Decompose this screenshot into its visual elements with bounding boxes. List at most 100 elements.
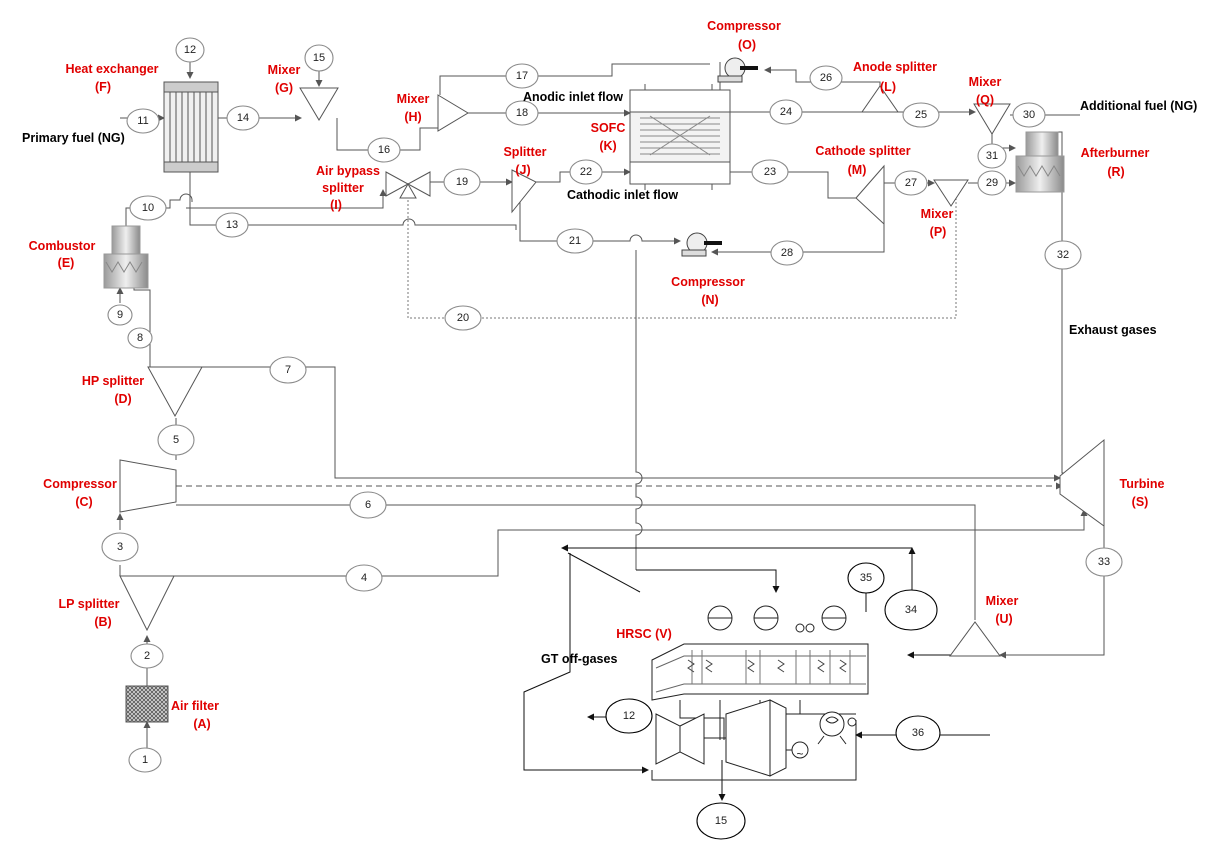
svg-text:20: 20 xyxy=(457,312,469,324)
stream-node-25: 25 xyxy=(902,102,940,128)
mixer-g-shape xyxy=(299,87,339,121)
stream-node-5: 5 xyxy=(157,424,195,456)
stream-node-24: 24 xyxy=(769,99,803,125)
svg-text:21: 21 xyxy=(569,235,581,247)
svg-text:25: 25 xyxy=(915,109,927,121)
cathodic-inlet-label: Cathodic inlet flow xyxy=(567,188,678,202)
stream-node-15: 15 xyxy=(304,44,334,72)
stream-node-33: 33 xyxy=(1085,547,1123,577)
compressor-n-label: Compressor(N) xyxy=(671,275,745,307)
stream-node-18: 18 xyxy=(505,100,539,126)
stream-node-10: 10 xyxy=(129,195,167,221)
hp-splitter-shape xyxy=(147,366,203,418)
svg-text:14: 14 xyxy=(237,112,249,124)
mixer-g-label: Mixer(G) xyxy=(268,63,301,95)
stream-node-35: 35 xyxy=(847,562,885,594)
stream-node-8: 8 xyxy=(127,327,153,349)
gt-off-gases-label: GT off-gases xyxy=(541,652,617,666)
mixer-u-shape xyxy=(949,621,1001,657)
stream-node-23: 23 xyxy=(751,159,789,185)
svg-text:4: 4 xyxy=(361,572,367,584)
svg-text:35: 35 xyxy=(860,572,872,584)
turbine-shape xyxy=(1059,438,1105,527)
combustor-shape xyxy=(103,225,149,289)
stream-node-30: 30 xyxy=(1012,102,1046,128)
hrsc-unit xyxy=(651,605,869,781)
compressor-c-shape xyxy=(119,459,177,513)
svg-text:13: 13 xyxy=(226,219,238,231)
svg-text:12: 12 xyxy=(184,44,196,56)
stream-node-2: 2 xyxy=(130,643,164,669)
flow-annotations: Primary fuel (NG) Additional fuel (NG) A… xyxy=(22,90,1197,666)
mixer-h-label: Mixer(H) xyxy=(397,92,430,124)
stream-node-20: 20 xyxy=(444,305,482,331)
compressor-o-shape xyxy=(717,57,758,83)
stream-node-13: 13 xyxy=(215,212,249,238)
anode-splitter-label: Anode splitter(L) xyxy=(853,60,937,94)
svg-text:30: 30 xyxy=(1023,109,1035,121)
svg-text:33: 33 xyxy=(1098,556,1110,568)
svg-text:11: 11 xyxy=(137,115,148,127)
compressor-o-label: Compressor(O) xyxy=(707,19,781,52)
svg-text:17: 17 xyxy=(516,70,528,82)
svg-text:2: 2 xyxy=(144,650,150,662)
stream-node-17: 17 xyxy=(505,63,539,89)
svg-text:18: 18 xyxy=(516,107,528,119)
exhaust-gases-label: Exhaust gases xyxy=(1069,323,1157,337)
svg-text:8: 8 xyxy=(137,332,143,344)
stream-node-1: 1 xyxy=(128,747,162,773)
air-bypass-valve-shape xyxy=(385,171,431,199)
svg-text:10: 10 xyxy=(142,202,154,214)
svg-text:31: 31 xyxy=(986,150,998,162)
svg-text:29: 29 xyxy=(986,177,998,189)
stream-nodes: 1 2 3 4 5 6 7 8 9 10 11 12 13 14 15 16 1… xyxy=(101,37,1123,840)
stream-node-26: 26 xyxy=(809,65,843,91)
stream-node-11: 11 xyxy=(126,108,160,134)
stream-node-hrsc-15: 15 xyxy=(696,802,746,840)
svg-text:26: 26 xyxy=(820,72,832,84)
additional-fuel-label: Additional fuel (NG) xyxy=(1080,99,1197,113)
compressor-n-shape xyxy=(681,232,722,257)
stream-node-22: 22 xyxy=(569,159,603,185)
stream-node-hrsc-12: 12 xyxy=(605,698,653,734)
mixer-q-label: Mixer(Q) xyxy=(969,75,1002,107)
stream-node-7: 7 xyxy=(269,356,307,384)
primary-fuel-label: Primary fuel (NG) xyxy=(22,131,125,145)
svg-text:3: 3 xyxy=(117,541,123,553)
mixer-u-label: Mixer(U) xyxy=(986,594,1019,626)
afterburner-label: Afterburner(R) xyxy=(1081,146,1150,179)
svg-text:36: 36 xyxy=(912,727,924,739)
stream-node-21: 21 xyxy=(556,228,594,254)
flow-lines xyxy=(116,62,1105,801)
svg-text:32: 32 xyxy=(1057,249,1069,261)
combustor-label: Combustor(E) xyxy=(29,239,96,270)
lp-splitter-shape xyxy=(119,575,175,632)
svg-text:28: 28 xyxy=(781,247,793,259)
svg-text:23: 23 xyxy=(764,166,776,178)
stream-node-27: 27 xyxy=(894,170,928,196)
stream-node-14: 14 xyxy=(226,105,260,131)
air-filter-block xyxy=(125,685,169,723)
stream-node-28: 28 xyxy=(770,240,804,266)
svg-text:5: 5 xyxy=(173,434,179,446)
svg-text:7: 7 xyxy=(285,364,291,376)
stream-node-4: 4 xyxy=(345,564,383,592)
anode-splitter-shape xyxy=(861,85,899,113)
svg-text:1: 1 xyxy=(142,754,148,766)
mixer-p-label: Mixer(P) xyxy=(921,207,954,239)
stream-node-32: 32 xyxy=(1044,240,1082,270)
stream-node-34: 34 xyxy=(884,589,938,631)
stream-node-29: 29 xyxy=(977,170,1007,196)
hrsc-label: HRSC (V) xyxy=(616,627,672,641)
svg-text:22: 22 xyxy=(580,166,592,178)
svg-text:24: 24 xyxy=(780,106,792,118)
stream-node-16: 16 xyxy=(367,137,401,163)
stream-node-3: 3 xyxy=(101,532,139,562)
sofc-stack-shape xyxy=(629,84,731,190)
heat-exchanger-label: Heat exchanger(F) xyxy=(65,62,158,94)
svg-text:15: 15 xyxy=(715,815,727,827)
mixer-q-shape xyxy=(973,103,1011,135)
stream-node-19: 19 xyxy=(443,168,481,196)
